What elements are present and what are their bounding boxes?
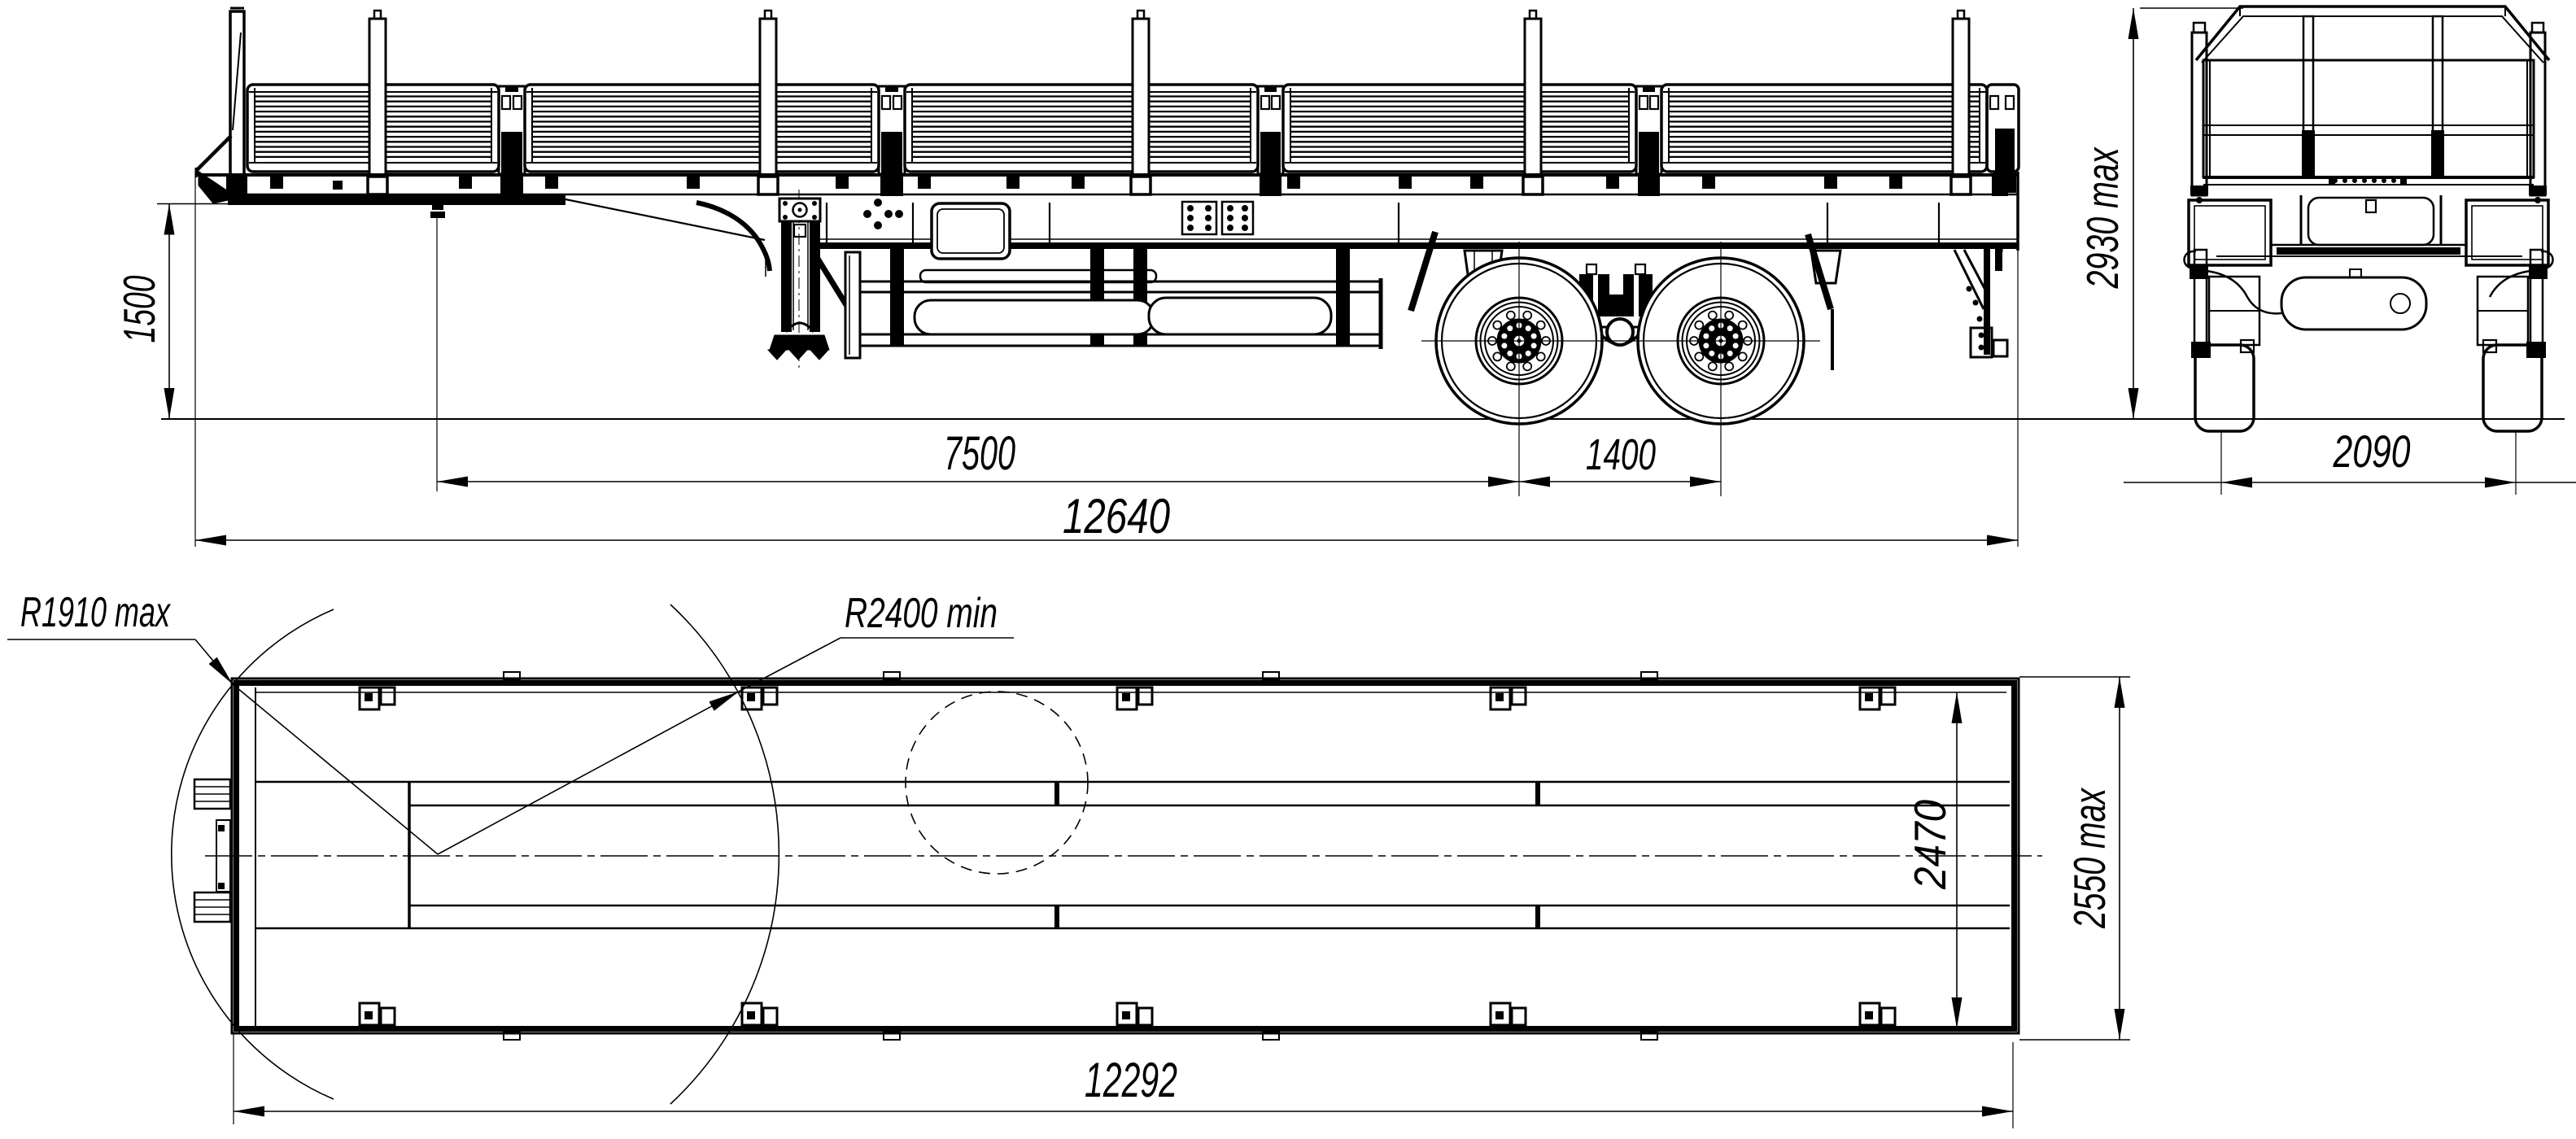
svg-text:R1910 max: R1910 max — [20, 589, 171, 636]
svg-text:2550 max: 2550 max — [2064, 787, 2115, 928]
svg-text:12292: 12292 — [1085, 1053, 1177, 1107]
svg-text:2470: 2470 — [1905, 800, 1955, 890]
svg-text:2090: 2090 — [2333, 425, 2411, 477]
svg-text:R2400 min: R2400 min — [845, 590, 998, 637]
svg-text:2930 max: 2930 max — [2077, 146, 2128, 290]
svg-text:7500: 7500 — [944, 427, 1015, 480]
svg-text:1500: 1500 — [114, 275, 164, 343]
svg-text:12640: 12640 — [1063, 489, 1170, 543]
svg-text:1400: 1400 — [1586, 430, 1656, 479]
